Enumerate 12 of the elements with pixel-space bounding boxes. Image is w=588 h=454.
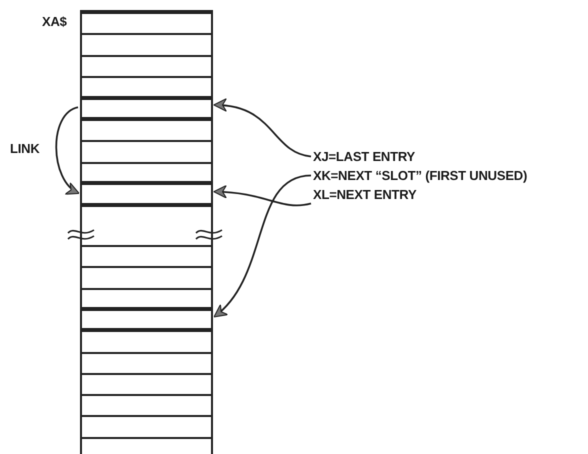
edge-label: LINK	[10, 141, 40, 156]
pointer-label: XJ=LAST ENTRY	[313, 149, 416, 164]
array-row	[80, 96, 213, 119]
arrow	[213, 185, 312, 206]
array-name: XA$	[42, 14, 67, 29]
array-row	[80, 181, 213, 205]
pointer-label: XL=NEXT ENTRY	[313, 187, 416, 202]
pointer-label: XK=NEXT “SLOT” (FIRST UNUSED)	[313, 168, 528, 183]
arrow	[214, 174, 312, 318]
array-row	[80, 306, 213, 330]
arrow	[55, 106, 80, 194]
arrow	[213, 98, 312, 158]
